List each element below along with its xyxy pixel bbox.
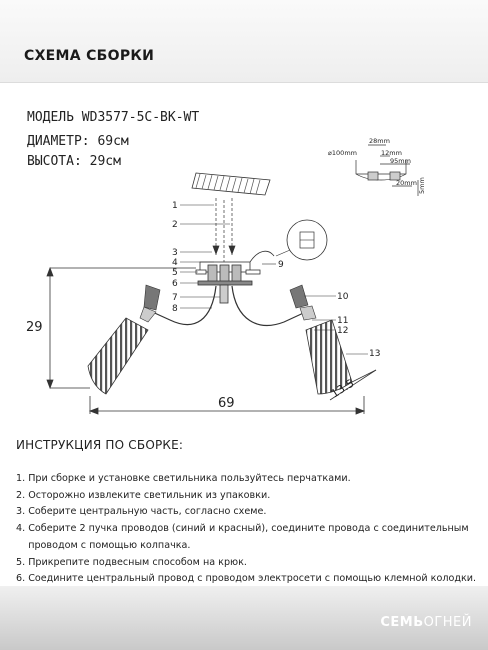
header-bar: СХЕМА СБОРКИ	[0, 0, 488, 83]
detail-drawing	[355, 144, 419, 196]
detail-diameter: ⌀100mm	[328, 149, 357, 157]
brand-part-bold: СЕМЬ	[380, 615, 424, 630]
callout-7: 7	[172, 293, 178, 303]
callout-8: 8	[172, 304, 178, 314]
brand-part-light: ОГНЕЙ	[423, 615, 472, 630]
callout-6: 6	[172, 279, 178, 289]
assembly-diagram: 1 2 3 4 5 6 7 8 9 10 11 12 13 29 69 13.5	[26, 137, 426, 415]
instruction-step: 3. Соберите центральную часть, согласно …	[16, 506, 267, 518]
model-label: МОДЕЛЬ WD3577-5C-BK-WT	[27, 110, 200, 125]
height-dimension	[46, 266, 196, 390]
right-lamp	[289, 284, 353, 395]
center-body	[195, 261, 261, 304]
detail-95: 95mm	[390, 157, 411, 165]
callout-1: 1	[172, 201, 178, 211]
callout-10: 10	[337, 292, 349, 302]
callout-12: 12	[337, 326, 348, 336]
brand-logo: СЕМЬОГНЕЙ	[380, 615, 472, 630]
shade-dimension	[329, 369, 377, 401]
callout-leaders	[180, 204, 368, 355]
callout-9: 9	[278, 260, 284, 270]
mounting-screws	[212, 198, 236, 265]
detail-magnifier	[275, 219, 328, 261]
instruction-step: 5. Прикрепите подвесным способом на крюк…	[16, 556, 247, 568]
callout-11: 11	[337, 316, 348, 326]
instructions-title: ИНСТРУКЦИЯ ПО СБОРКЕ:	[16, 438, 184, 452]
width-dimension	[88, 396, 366, 415]
page-title: СХЕМА СБОРКИ	[24, 48, 155, 64]
footer-bar: СЕМЬОГНЕЙ	[0, 586, 488, 650]
instruction-step: 2. Осторожно извлеките светильник из упа…	[16, 489, 271, 501]
height-label: ВЫСОТА: 29см	[27, 154, 121, 169]
width-value: 69	[218, 396, 235, 411]
callout-4: 4	[172, 258, 178, 268]
detail-20: 20mm	[396, 179, 417, 187]
detail-5: 5mm	[418, 177, 426, 194]
detail-12: 12mm	[381, 149, 402, 157]
instruction-step: 6. Соедините центральный провод с провод…	[16, 573, 477, 585]
instruction-step: 1. При сборке и установке светильника по…	[16, 473, 351, 484]
height-value: 29	[26, 320, 43, 335]
callout-5: 5	[172, 268, 178, 278]
callout-2: 2	[172, 220, 178, 230]
left-lamp	[87, 284, 161, 395]
diameter-label: ДИАМЕТР: 69см	[27, 134, 129, 149]
ceiling-plate	[191, 172, 271, 196]
callout-13: 13	[369, 349, 380, 359]
instruction-step: 4. Соберите 2 пучка проводов (синий и кр…	[16, 523, 469, 535]
detail-28: 28mm	[369, 137, 390, 145]
callout-3: 3	[172, 248, 178, 258]
instructions-list: 1. При сборке и установке светильника по…	[16, 471, 486, 588]
instruction-step: проводом с помощью колпачка.	[16, 539, 191, 551]
